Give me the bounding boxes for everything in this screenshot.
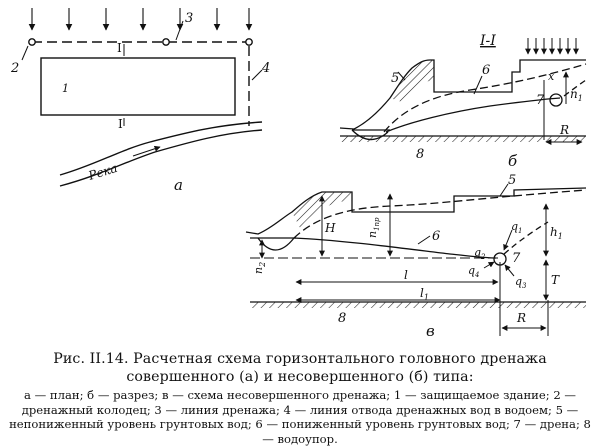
leader-3: [175, 20, 184, 41]
leader-4: [251, 69, 263, 81]
panel-a-text: 2 3 4 1 I I Река а: [10, 11, 270, 194]
leader-2: [21, 45, 29, 61]
panel-v-text: H n1np 6 5 7 8 l l1 n2 h1 T R q1 q2 q4 q…: [252, 173, 563, 340]
lowered-gw-level-b: [385, 97, 561, 133]
infiltration-arrows-plan: [28, 8, 253, 31]
leader-6-b: [473, 75, 483, 95]
label-h1-v: h1: [550, 225, 563, 241]
drainage-well-left: [28, 38, 36, 46]
label-7-b: 7: [536, 93, 545, 108]
label-6-v: 6: [432, 229, 440, 244]
section-mark: I-I: [479, 33, 496, 49]
label-5-b: 5: [391, 71, 399, 86]
river-flow-arrow: [132, 145, 161, 157]
drainage-well-middle: [162, 38, 170, 46]
section-label-top: I: [117, 41, 122, 55]
panel-a-letter: а: [174, 176, 183, 194]
aquiclude-hatch-v: [250, 302, 586, 308]
panel-b-text: I-I 5 6 7 8 x n1 R б: [391, 33, 583, 170]
label-h1-b: n1: [570, 87, 583, 103]
natural-gw-level-v: [293, 189, 587, 239]
lowered-gw-level-v: [293, 237, 497, 259]
slope-hatch-v: [292, 192, 352, 228]
label-n2-v: n2: [252, 262, 267, 274]
leader-5-v: [499, 183, 509, 197]
drainage-well-right: [245, 38, 253, 46]
label-6-b: 6: [482, 63, 490, 78]
label-x-b: x: [548, 70, 555, 83]
river-bank-upper: [59, 121, 263, 176]
label-q1-v: q1: [511, 220, 523, 235]
figure-drawing: 2 3 4 1 I I Река а: [10, 8, 587, 340]
label-q4-v: q4: [468, 264, 480, 279]
natural-gw-level-b: [383, 63, 587, 133]
panel-b-letter: б: [508, 152, 518, 170]
leader-6-v: [417, 235, 431, 245]
label-H-v: H: [324, 221, 336, 235]
q3-arrow: [504, 264, 515, 277]
infiltration-arrows-b: [525, 38, 579, 55]
label-5-v: 5: [508, 173, 516, 188]
label-2: 2: [10, 61, 19, 76]
aquiclude-hatch-b: [340, 136, 586, 142]
caption-legend: а — план; б — разрез; в — схема несоверш…: [9, 388, 591, 446]
label-3: 3: [185, 11, 193, 26]
label-7-v: 7: [512, 251, 521, 266]
slope-hatch-b: [390, 60, 434, 102]
label-T-v: T: [551, 273, 560, 287]
label-4: 4: [261, 61, 270, 76]
caption-title: Рис. II.14. Расчетная схема горизонтальн…: [53, 351, 547, 385]
protected-building: [40, 57, 236, 116]
leader-5-b: [397, 71, 406, 81]
drain-b: [549, 93, 563, 107]
label-n1np-v: n1np: [366, 217, 381, 238]
label-l1-v: l1: [420, 286, 429, 302]
label-l-v: l: [404, 268, 408, 282]
label-R-b: R: [559, 123, 569, 137]
label-q3-v: q3: [515, 275, 527, 290]
label-8-b: 8: [416, 147, 424, 162]
panel-v-letter: в: [426, 322, 435, 340]
label-1: 1: [62, 82, 69, 95]
river-bank-lower: [59, 129, 263, 187]
section-label-bottom: I: [118, 117, 123, 131]
label-R-v: R: [516, 311, 526, 325]
water-body-v: [257, 237, 295, 251]
q1-arrow: [503, 229, 513, 251]
panel-a-plan: [21, 8, 263, 187]
label-8-v: 8: [338, 311, 346, 326]
label-q2-v: q2: [474, 246, 486, 261]
panel-v-scheme: [245, 183, 587, 336]
q4-arrow: [483, 261, 495, 269]
figure-caption: Рис. II.14. Расчетная схема горизонтальн…: [8, 350, 592, 446]
panel-b-section: [339, 38, 587, 145]
